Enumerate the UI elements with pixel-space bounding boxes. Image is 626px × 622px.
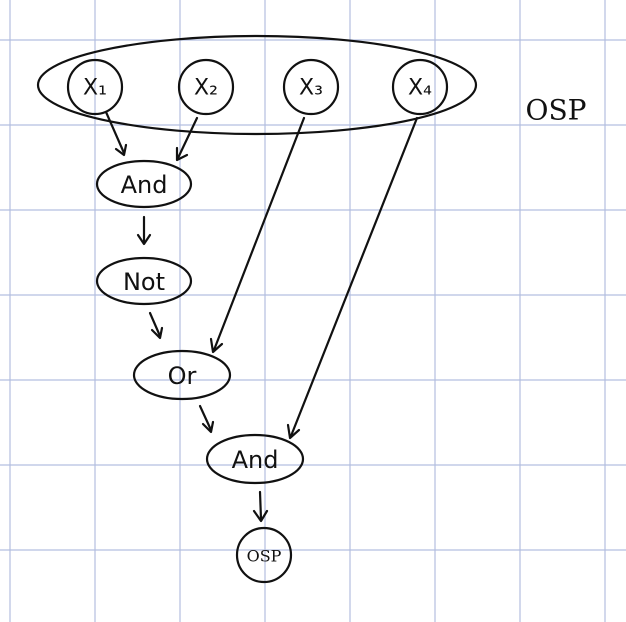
edge-not1-or1 [148, 311, 164, 340]
gate-and-2: And [205, 433, 305, 485]
input-label-x2: X₂ [194, 76, 218, 101]
input-label-x4: X₄ [408, 76, 432, 101]
gate-label-and-2: And [232, 446, 279, 474]
gate-label-not: Not [123, 268, 165, 296]
gate-not: Not [95, 256, 193, 306]
gate-or: Or [132, 349, 232, 401]
input-node-x3: X₃ [282, 58, 340, 116]
gate-label-and-1: And [121, 171, 168, 199]
gate-and-1: And [95, 159, 193, 209]
input-group-ellipse [36, 34, 478, 136]
edge-x3-or1 [209, 116, 306, 354]
input-node-x2: X₂ [177, 58, 235, 116]
edge-x2-and1 [175, 116, 199, 162]
edge-x4-and2 [286, 116, 419, 440]
output-label: OSP [247, 547, 282, 566]
output-node: OSP [235, 526, 293, 584]
edge-or1-and2 [198, 404, 215, 434]
edge-and1-not1 [136, 215, 152, 246]
group-label: OSP [526, 94, 587, 127]
edge-and2-out [252, 490, 269, 523]
input-node-x1: X₁ [66, 58, 124, 116]
input-label-x3: X₃ [299, 76, 323, 101]
gate-label-or: Or [168, 362, 197, 390]
edge-x1-and1 [104, 110, 128, 157]
input-node-x4: X₄ [391, 58, 449, 116]
input-label-x1: X₁ [83, 76, 107, 101]
